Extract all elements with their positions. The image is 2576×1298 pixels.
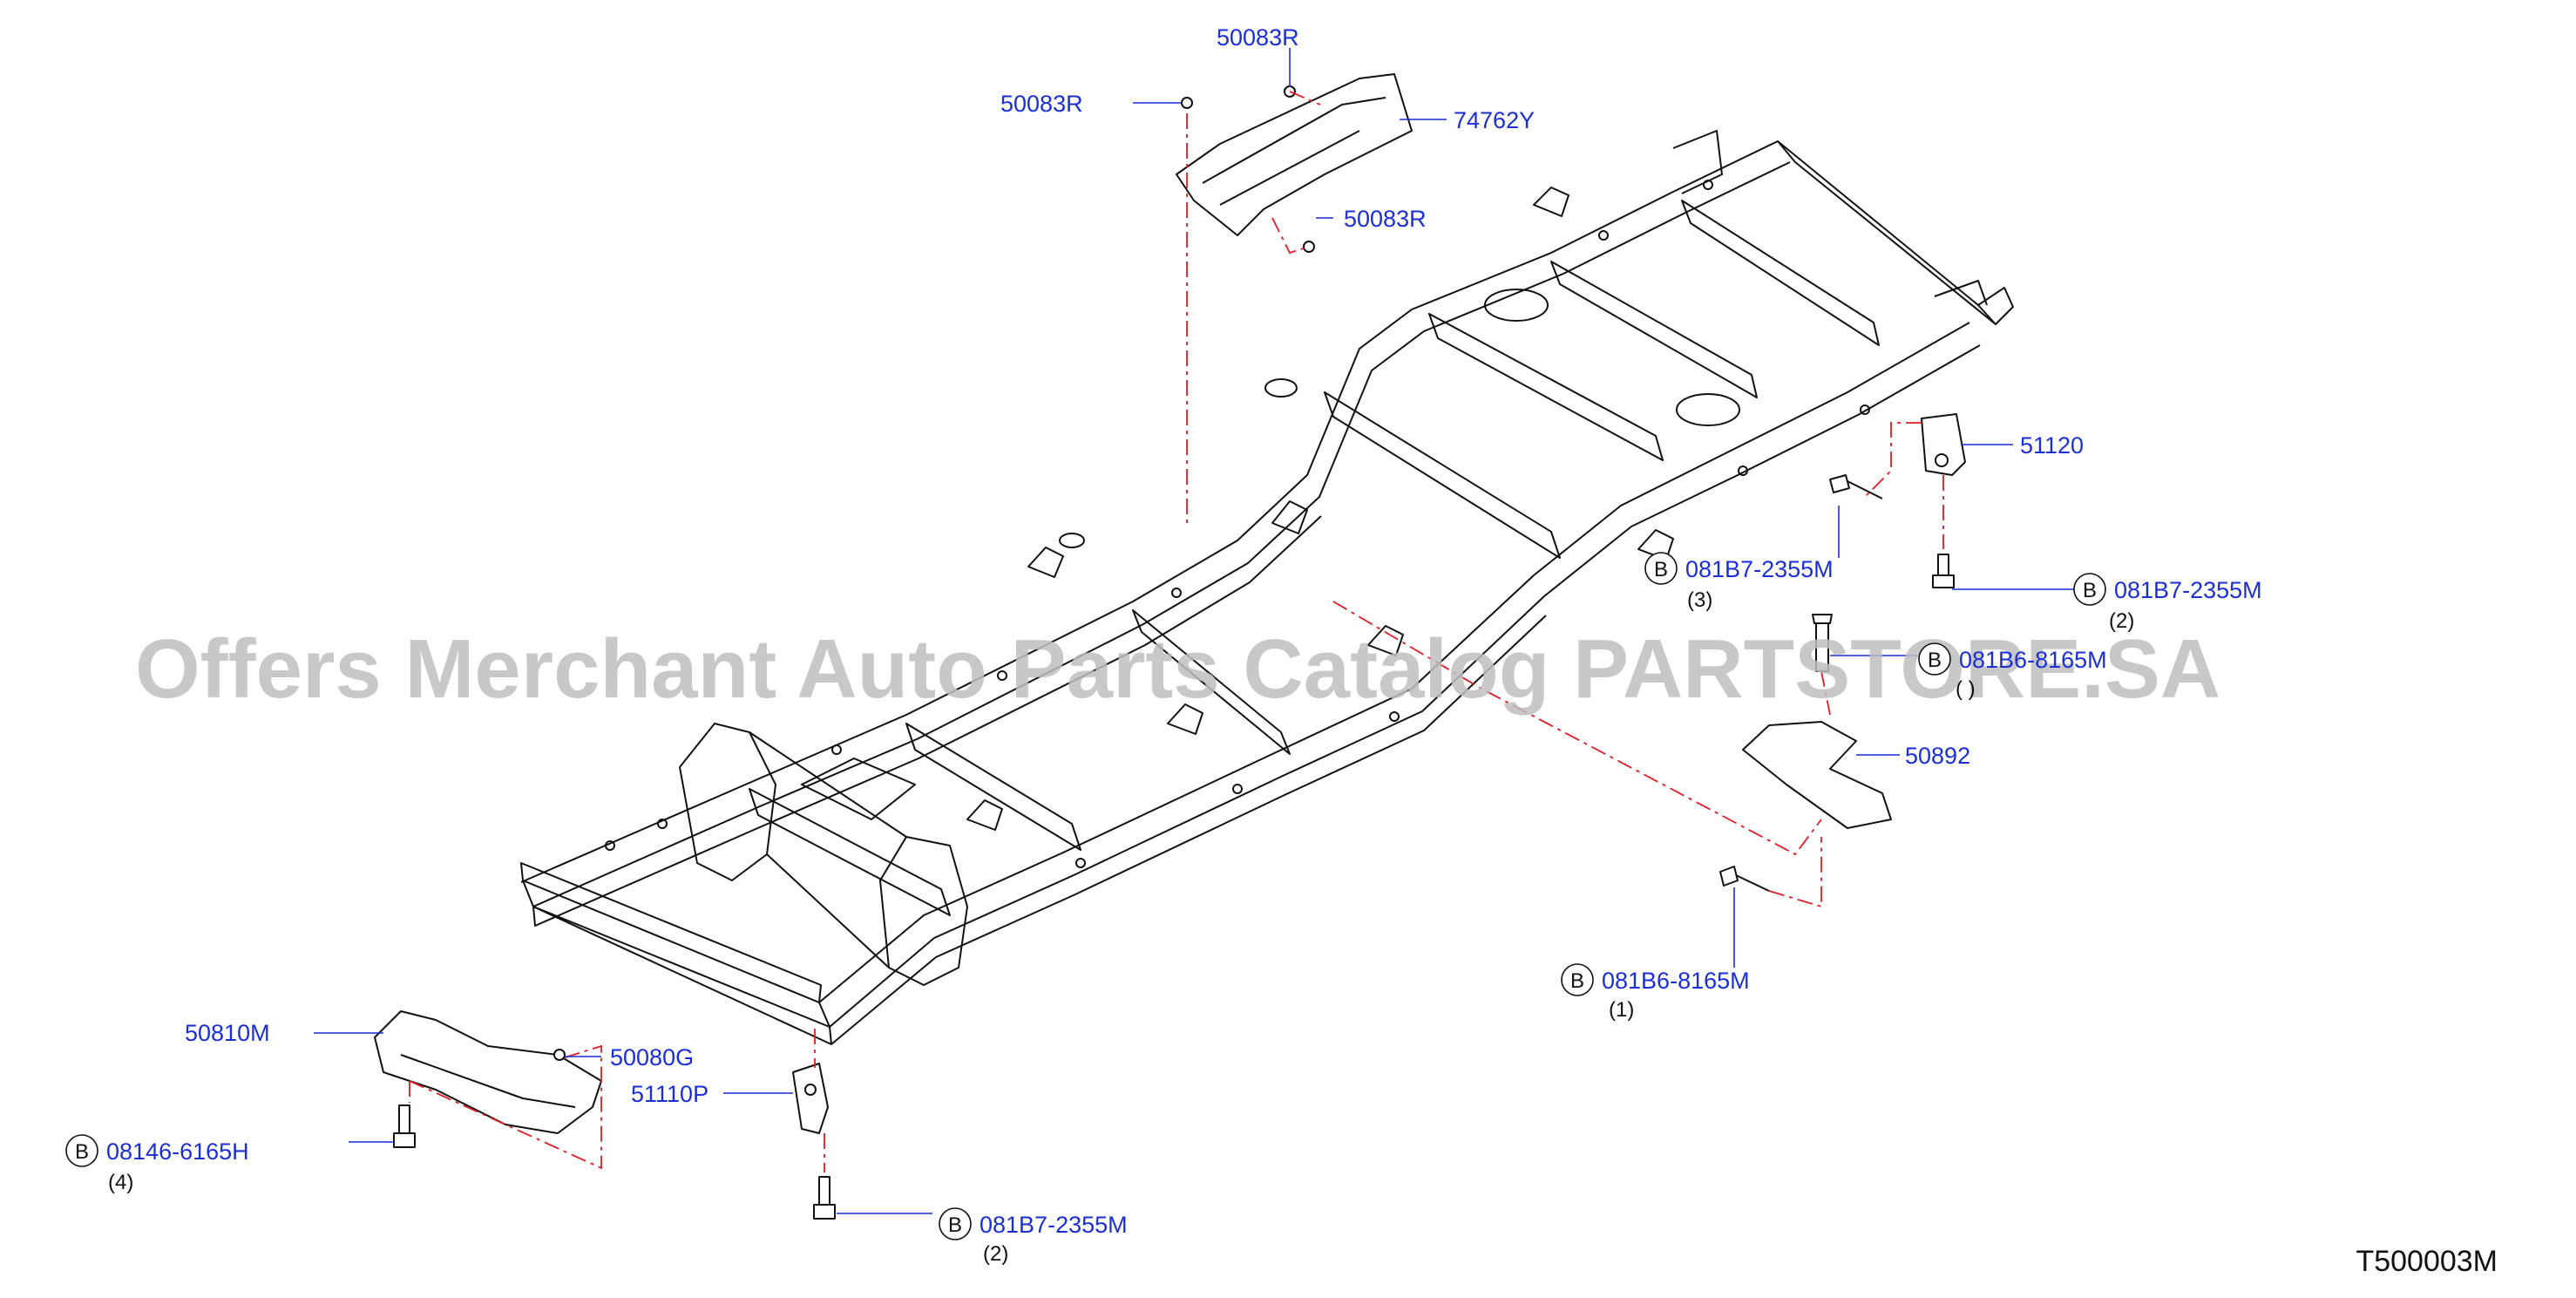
skid-plate-50810M[interactable] [374, 1010, 602, 1134]
bracket-51110P[interactable] [792, 1063, 829, 1134]
bolt-marker-circle [1561, 963, 1594, 996]
clip-50083R-right[interactable] [1303, 241, 1315, 253]
label-081B7-2355M-c[interactable]: 081B7-2355M [980, 1212, 1128, 1238]
qty-c: ( ) [1956, 677, 1976, 701]
label-081B6-8165M-a[interactable]: 081B6-8165M [1959, 647, 2107, 673]
label-51120[interactable]: 51120 [2020, 432, 2084, 459]
qty-a: (3) [1687, 588, 1712, 612]
vehicle-frame [520, 130, 2014, 1045]
qty-f: (2) [983, 1242, 1008, 1266]
center-lines [409, 91, 1944, 1172]
bolt-marker: B [1654, 558, 1668, 581]
bolt-081B6-8165M-b[interactable] [1719, 866, 1770, 892]
label-74762Y[interactable]: 74762Y [1454, 107, 1535, 133]
label-51110P[interactable]: 51110P [631, 1081, 708, 1107]
label-50083R-top[interactable]: 50083R [1217, 24, 1299, 51]
clip-50083R-left[interactable] [1181, 97, 1193, 109]
label-081B6-8165M-b[interactable]: 081B6-8165M [1602, 968, 1750, 994]
heat-insulator-74762Y[interactable] [1176, 73, 1413, 236]
bolt-08146-6165H[interactable] [393, 1104, 416, 1148]
bolt-marker-circle [939, 1207, 972, 1240]
bolt-marker: B [1928, 649, 1942, 672]
label-081B7-2355M-b[interactable]: 081B7-2355M [2114, 577, 2262, 603]
bracket-50892[interactable] [1742, 721, 1892, 829]
bracket-51120[interactable] [1921, 413, 1966, 476]
bolt-marker: B [948, 1213, 962, 1237]
bolt-marker-circle [65, 1134, 98, 1167]
label-50892[interactable]: 50892 [1905, 743, 1970, 769]
label-50810M[interactable]: 50810M [185, 1020, 270, 1046]
diagram-code: T500003M [2356, 1245, 2498, 1278]
bolt-marker-circle [1918, 642, 1951, 676]
label-08146-6165H[interactable]: 08146-6165H [106, 1138, 249, 1165]
bolt-marker: B [75, 1140, 89, 1164]
bolt-081B7-2355M-a[interactable] [1829, 474, 1883, 499]
bolt-081B6-8165M-a[interactable] [1812, 614, 1833, 672]
label-50083R-right[interactable]: 50083R [1344, 206, 1427, 232]
bolt-081B7-2355M-b[interactable] [1932, 554, 1955, 588]
bolt-marker: B [2083, 579, 2097, 602]
qty-b: (2) [2109, 609, 2134, 633]
callout-labels: 50083R 50083R 74762Y 50083R 51120 B 081B… [65, 24, 2262, 1266]
watermark-text: Offers Merchant Auto Parts Catalog PARTS… [135, 622, 2220, 716]
label-50083R-left[interactable]: 50083R [1000, 91, 1083, 117]
bolt-marker-circle [2073, 573, 2106, 606]
label-081B7-2355M-a[interactable]: 081B7-2355M [1685, 556, 1834, 582]
bolt-081B7-2355M-c[interactable] [813, 1176, 836, 1220]
leader-lines [314, 48, 2074, 1214]
label-50080G[interactable]: 50080G [610, 1044, 694, 1070]
bolt-marker: B [1570, 969, 1584, 993]
clip-50080G[interactable] [553, 1049, 566, 1061]
qty-e: (4) [108, 1171, 133, 1194]
qty-d: (1) [1609, 998, 1634, 1022]
bolt-marker-circle [1644, 552, 1678, 585]
